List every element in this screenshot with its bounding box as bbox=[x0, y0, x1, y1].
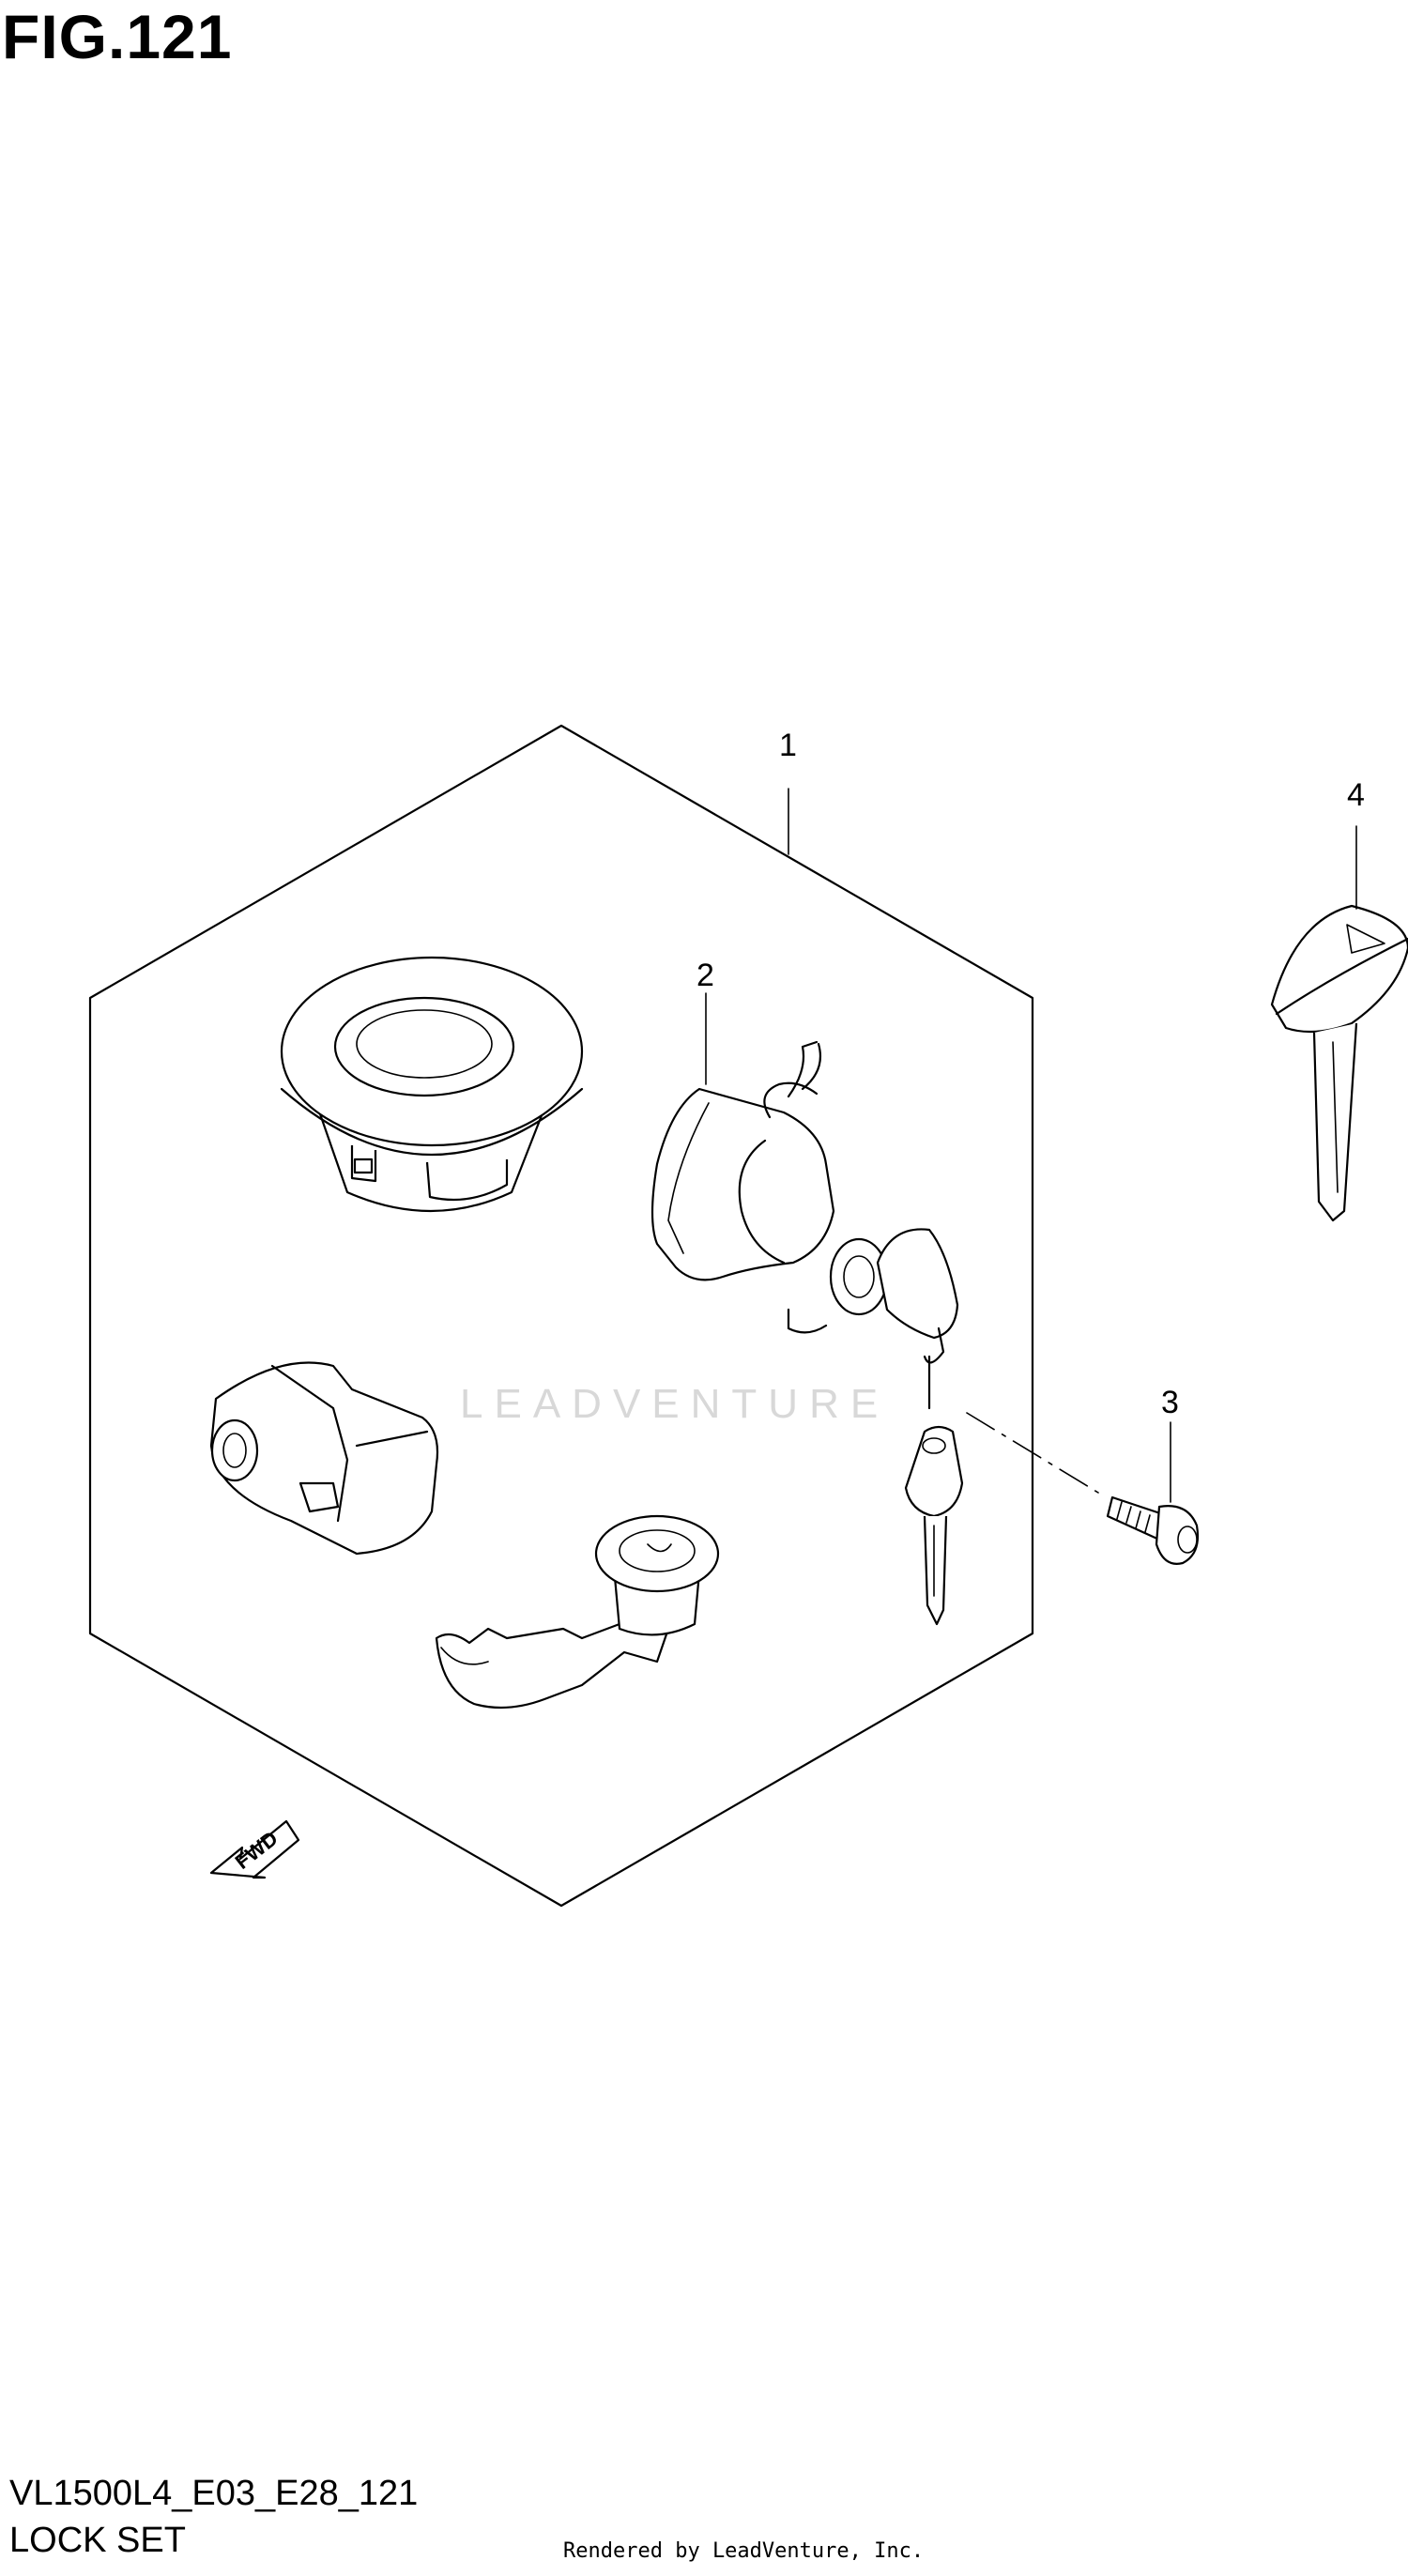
callout-2[interactable]: 2 bbox=[696, 958, 714, 993]
render-credit: Rendered by LeadVenture, Inc. bbox=[563, 2539, 925, 2563]
key-part[interactable] bbox=[1270, 904, 1408, 1222]
kit-hexagon bbox=[88, 724, 1034, 1908]
fuel-cap-part[interactable] bbox=[280, 956, 584, 1213]
callout-1[interactable]: 1 bbox=[779, 728, 797, 763]
figure-title: FIG.121 bbox=[2, 2, 233, 71]
fwd-arrow-icon: FWD bbox=[209, 1819, 300, 1879]
assembly-name: LOCK SET bbox=[9, 2521, 186, 2560]
screw-centerline bbox=[966, 1412, 1099, 1494]
screw-part[interactable] bbox=[1106, 1495, 1200, 1565]
latch-lock-part[interactable] bbox=[435, 1514, 720, 1710]
watermark-text: LEADVENTURE bbox=[460, 1381, 889, 1427]
helmet-lock-part[interactable] bbox=[209, 1361, 439, 1556]
callout-4[interactable]: 4 bbox=[1347, 777, 1365, 813]
callout-3[interactable]: 3 bbox=[1161, 1385, 1179, 1420]
seat-lock-part[interactable] bbox=[650, 1040, 964, 1626]
model-code: VL1500L4_E03_E28_121 bbox=[9, 2474, 419, 2513]
